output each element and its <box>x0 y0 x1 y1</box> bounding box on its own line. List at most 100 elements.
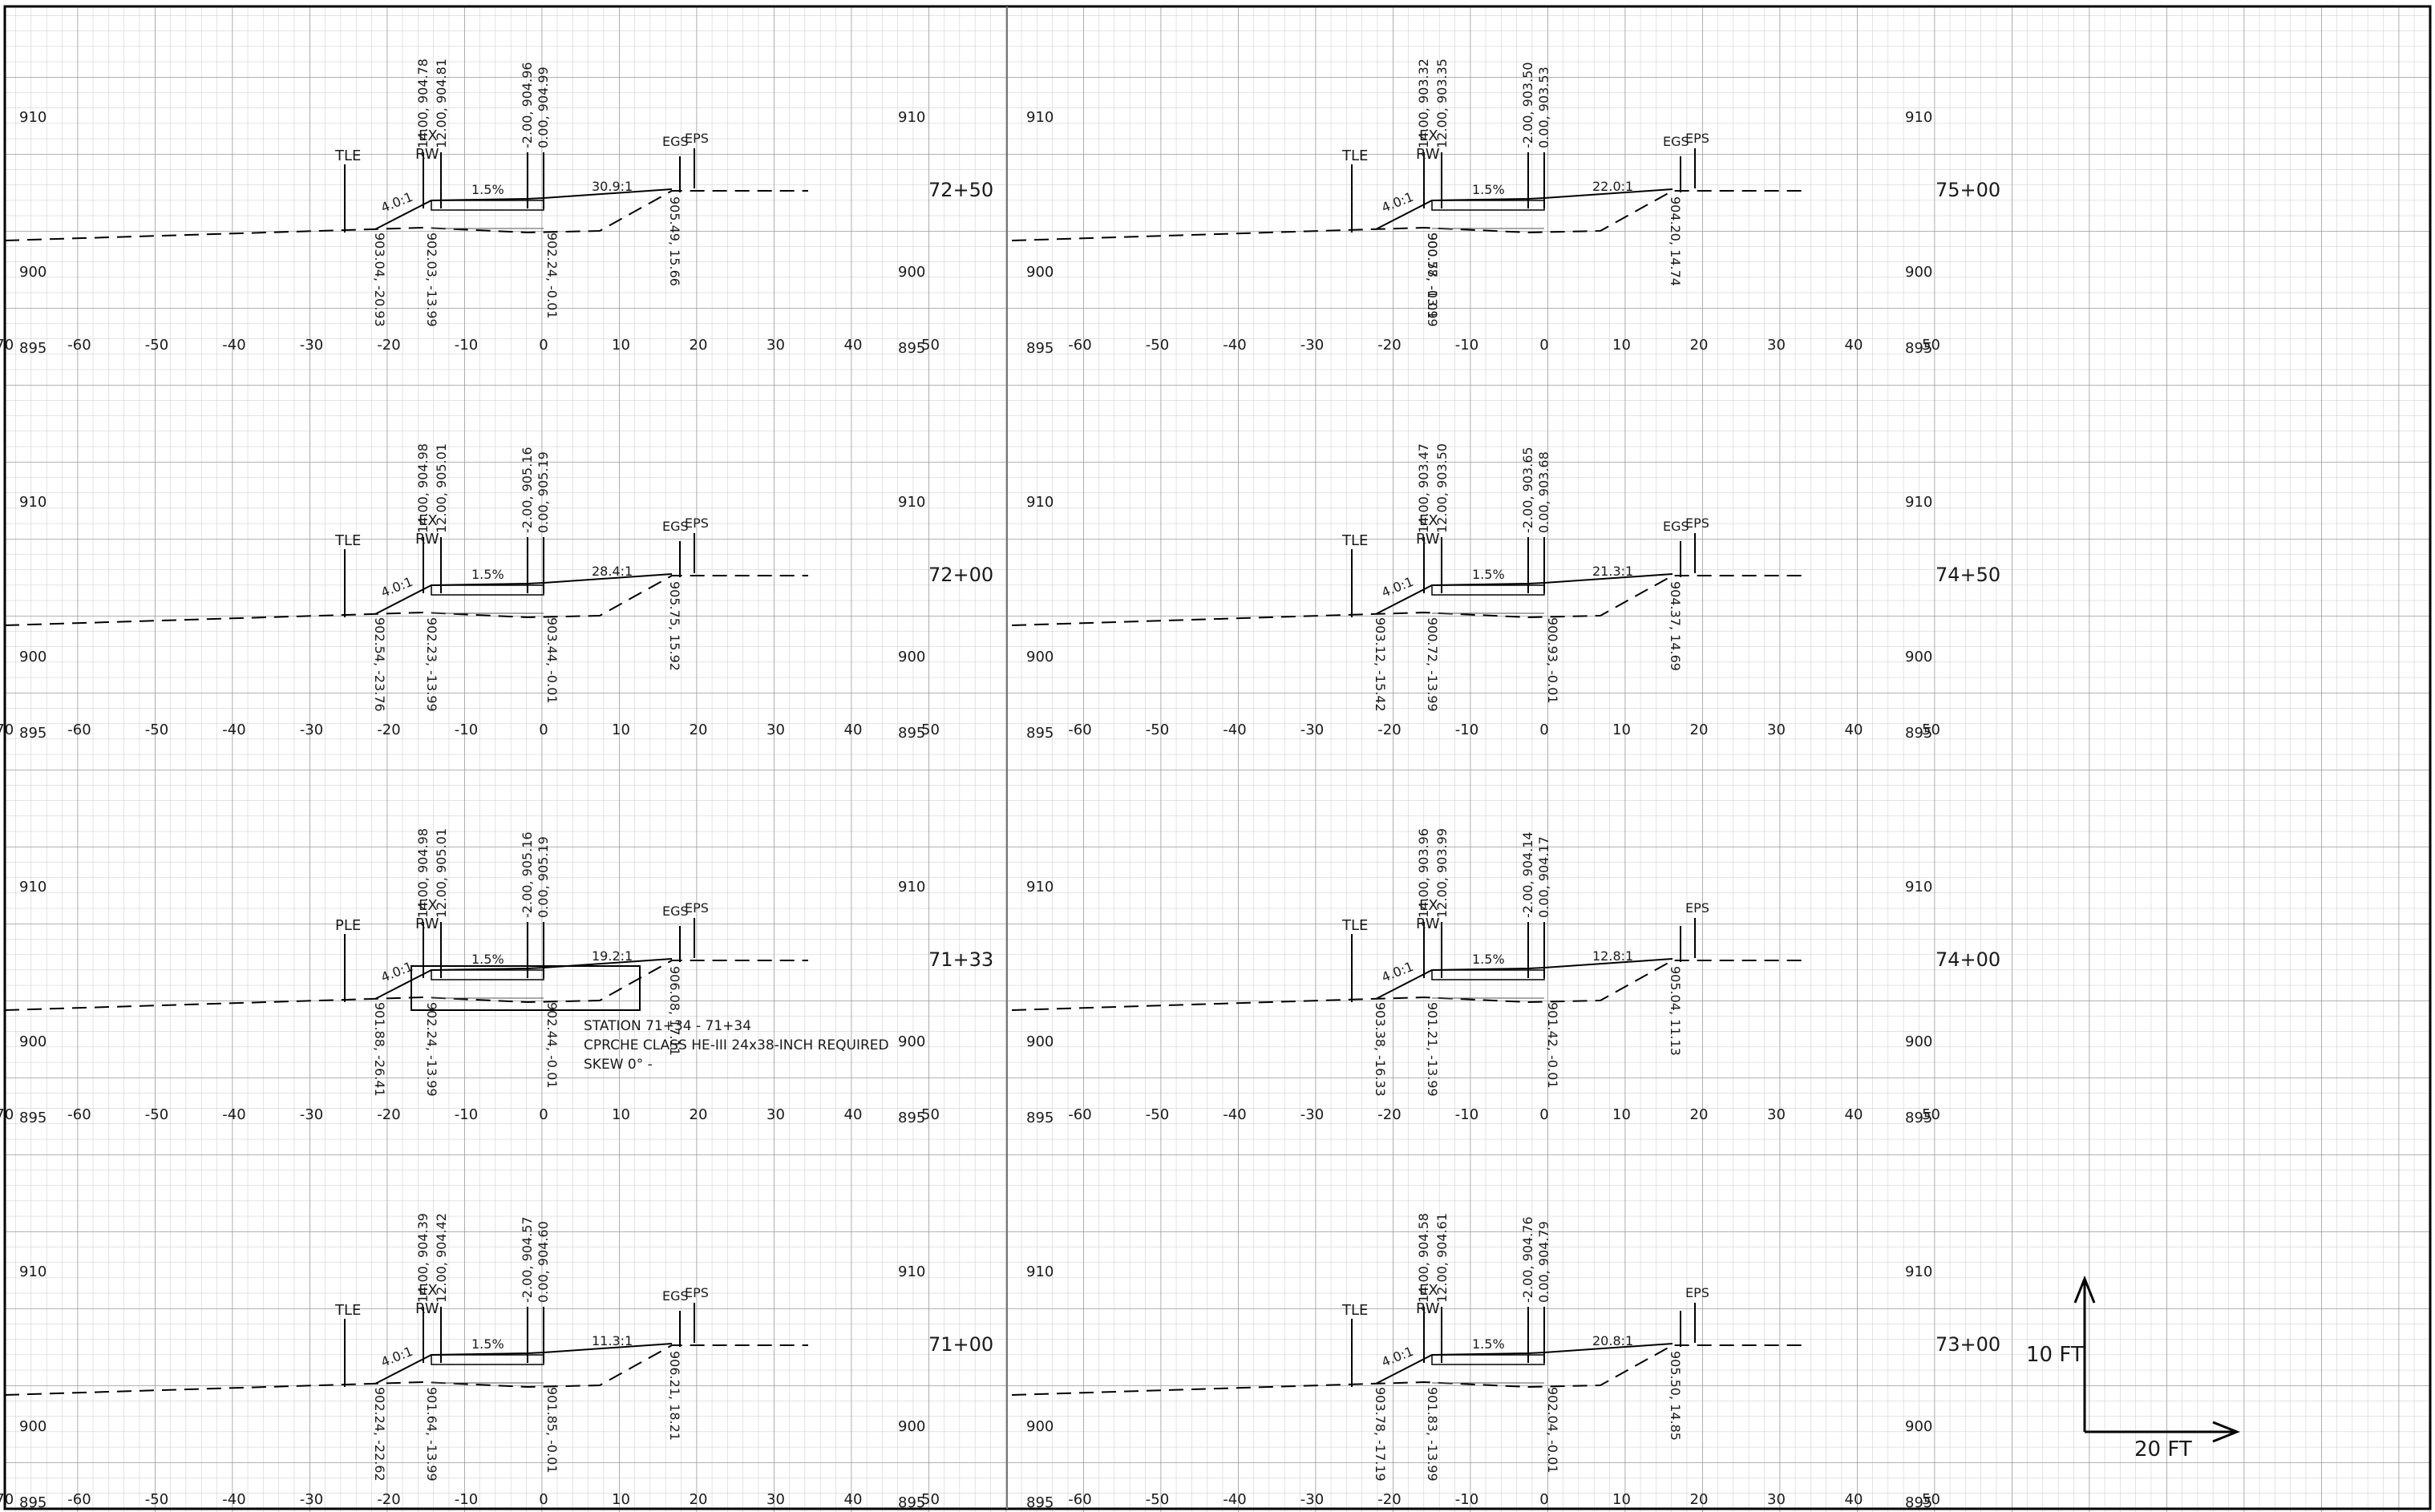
offset-tick-label: -10 <box>1455 337 1478 354</box>
offset-tick-label: 50 <box>921 337 940 354</box>
offset-tick-label: -30 <box>1300 1106 1324 1123</box>
offset-tick-label: -40 <box>1223 1491 1246 1508</box>
elevation-label: 900 <box>19 649 47 665</box>
offset-tick-label: 50 <box>1922 1491 1940 1508</box>
offset-tick-label: -20 <box>377 722 400 738</box>
offset-elevation-label: 900.72, -13.99 <box>1425 617 1440 712</box>
offset-elevation-label: -2.00, 904.14 <box>1520 831 1535 918</box>
existing-ground-line <box>1011 1344 1809 1396</box>
elevation-label: 910 <box>19 1263 47 1280</box>
offset-tick-label: -50 <box>1146 722 1169 738</box>
offset-tick-label: -60 <box>67 337 91 354</box>
elevation-label: 900 <box>1905 264 1932 281</box>
limit-label: PLE <box>335 917 361 934</box>
egs-label: EGS <box>662 1288 689 1304</box>
daylight-label: 904.20, 14.74 <box>1668 196 1683 286</box>
cross-slope-label: 1.5% <box>471 567 504 582</box>
cross-section-71+00: 910910900900895895-70-60-50-40-30-20-100… <box>0 1213 993 1511</box>
elevation-label: 900 <box>1026 1033 1054 1050</box>
eps-label: EPS <box>1685 1285 1709 1300</box>
elevation-label: 910 <box>898 879 925 895</box>
station-label: 75+00 <box>1935 179 2000 201</box>
elevation-label: 910 <box>19 879 47 895</box>
offset-elevation-label: 0.00, 905.19 <box>536 451 551 533</box>
elevation-label: 895 <box>1026 1110 1054 1126</box>
offset-tick-label: -10 <box>455 1491 478 1508</box>
elevation-label: 900 <box>898 649 925 665</box>
offset-tick-label: 0 <box>539 722 548 738</box>
offset-tick-label: -70 <box>0 722 14 738</box>
offset-elevation-label: 900.57, -13.99 <box>1425 232 1440 327</box>
offset-tick-label: -50 <box>1146 1106 1169 1123</box>
offset-tick-label: 0 <box>539 1106 548 1123</box>
elevation-label: 895 <box>19 1494 47 1511</box>
limit-label: TLE <box>334 1302 361 1319</box>
offset-tick-label: 20 <box>1690 722 1709 738</box>
scale-indicator: 10 FT 20 FT <box>2026 1275 2241 1461</box>
offset-tick-label: -10 <box>455 337 478 354</box>
offset-elevation-label: 14.00, 904.39 <box>415 1213 431 1303</box>
offset-tick-label: 10 <box>612 1491 630 1508</box>
elevation-label: 895 <box>19 1110 47 1126</box>
elevation-label: 900 <box>898 1418 925 1435</box>
offset-tick-label: 40 <box>1845 1491 1863 1508</box>
elevation-label: 900 <box>898 1033 925 1050</box>
daylight-label: 906.21, 18.21 <box>667 1351 682 1441</box>
elevation-label: 895 <box>19 340 47 357</box>
elevation-label: 895 <box>898 1494 925 1511</box>
offset-elevation-label: 14.00, 903.96 <box>1416 828 1431 918</box>
offset-tick-label: 50 <box>921 722 940 738</box>
elevation-label: 910 <box>1026 494 1054 511</box>
offset-elevation-label: 903.78, -17.19 <box>1373 1387 1388 1482</box>
elevation-label: 910 <box>1026 109 1054 126</box>
existing-ground-line <box>1011 575 1809 626</box>
offset-elevation-label: 0.00, 903.53 <box>1536 67 1551 148</box>
offset-tick-label: 0 <box>539 337 548 354</box>
rw-label: RW <box>1416 531 1440 548</box>
existing-ground-line <box>4 575 808 626</box>
offset-tick-label: 20 <box>690 1491 708 1508</box>
offset-tick-label: -30 <box>1300 337 1324 354</box>
offset-elevation-label: -2.00, 904.96 <box>520 62 535 148</box>
offset-tick-label: -30 <box>300 337 323 354</box>
daylight-label: 904.37, 14.69 <box>1668 581 1683 671</box>
elevation-label: 895 <box>1026 725 1054 742</box>
ex-label: EX <box>1419 127 1438 144</box>
offset-elevation-label: 901.83, -13.99 <box>1425 1387 1440 1482</box>
fill-slope-label: 21.3:1 <box>1592 564 1633 579</box>
daylight-label: 905.04, 11.13 <box>1668 966 1683 1056</box>
offset-elevation-label: 902.24, -0.01 <box>544 232 560 319</box>
ex-label: EX <box>419 1282 438 1299</box>
offset-tick-label: -60 <box>1068 337 1091 354</box>
offset-elevation-label: 0.00, 905.19 <box>536 836 551 918</box>
offset-tick-label: 30 <box>1767 337 1786 354</box>
elevation-label: 910 <box>1905 494 1932 511</box>
offset-tick-label: -60 <box>1068 1106 1091 1123</box>
existing-ground-line <box>4 190 808 241</box>
rw-label: RW <box>415 916 439 932</box>
scale-horizontal-label: 20 FT <box>2134 1437 2192 1461</box>
offset-tick-label: 20 <box>1690 337 1709 354</box>
elevation-label: 895 <box>19 725 47 742</box>
offset-tick-label: -60 <box>67 1106 91 1123</box>
offset-tick-label: 20 <box>690 722 708 738</box>
ex-label: EX <box>419 127 438 144</box>
offset-elevation-label: 0.00, 903.68 <box>1536 451 1551 533</box>
offset-tick-label: 0 <box>1539 722 1548 738</box>
offset-elevation-label: 0.00, 904.17 <box>1536 836 1551 918</box>
offset-tick-label: -20 <box>1377 1491 1401 1508</box>
offset-elevation-label: 901.21, -13.99 <box>1425 1002 1440 1097</box>
limit-label: TLE <box>1341 917 1368 934</box>
offset-elevation-label: 901.64, -13.99 <box>424 1387 439 1482</box>
eps-label: EPS <box>1685 515 1709 531</box>
daylight-label: 905.49, 15.66 <box>667 196 682 286</box>
offset-elevation-label: -2.00, 903.65 <box>1520 447 1535 533</box>
offset-elevation-label: 903.44, -0.01 <box>544 617 560 704</box>
elevation-label: 910 <box>1905 879 1932 895</box>
offset-tick-label: -30 <box>300 1106 323 1123</box>
offset-tick-label: -40 <box>1223 337 1246 354</box>
elevation-label: 900 <box>19 1033 47 1050</box>
